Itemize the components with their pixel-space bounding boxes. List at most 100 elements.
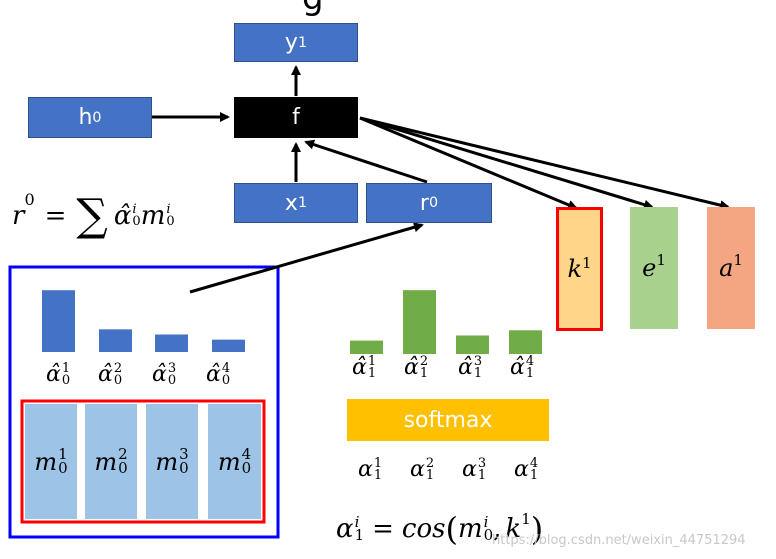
alpha-1-4-sub: 1	[529, 467, 539, 483]
memory-cell-2-sup: 2	[118, 445, 128, 463]
alpha-1-4-symbol: α	[514, 457, 529, 482]
formula-r0-alpha-sub: 0	[132, 213, 141, 229]
formula-r0-eq: =	[44, 200, 67, 231]
alpha-hat-1-1-sup: 1	[367, 353, 377, 369]
attention-0-bar-4	[212, 339, 245, 352]
node-x1-sup: 1	[297, 195, 308, 211]
node-f: f	[234, 97, 358, 138]
alpha-hat-0-1-symbol: α̂	[46, 362, 61, 387]
alpha-hat-0-4-sub: 0	[221, 372, 231, 388]
attention-1-bar-1	[350, 340, 383, 354]
alpha-1-1-symbol: α	[358, 457, 373, 482]
arrow-f-to-k	[359, 116, 578, 210]
formula-alpha-lhs: α	[336, 514, 354, 544]
formula-alpha-fn: cos	[401, 514, 446, 544]
alpha-1-2-symbol: α	[410, 457, 425, 482]
output-a1-sup: 1	[733, 251, 743, 269]
memory-cell-1-sub: 0	[58, 458, 68, 477]
alpha-hat-1-2-sup: 2	[419, 353, 429, 369]
memory-cell-3-base: m	[155, 447, 179, 476]
node-y1-sup: 1	[297, 34, 308, 51]
output-k1-base: k	[567, 255, 582, 283]
alpha-hat-0-2-sup: 2	[113, 360, 123, 376]
alpha-hat-0-3-symbol: α̂	[152, 362, 167, 387]
node-y1-base: y	[284, 30, 298, 55]
formula-r0-alpha: α̂	[113, 200, 132, 231]
memory-frame	[20, 399, 266, 524]
output-a1-base: a	[719, 254, 734, 282]
memory-cell-4-sup: 4	[241, 445, 252, 463]
memory-cell-3-sub: 0	[179, 458, 189, 477]
formula-alpha-m: m	[457, 514, 483, 544]
memory-cell-4-sub: 0	[241, 458, 252, 477]
formula-alpha-k: k	[505, 514, 522, 544]
alpha-hat-1-4-symbol: α̂	[510, 355, 525, 380]
formula-r0-m-sup: i	[166, 201, 171, 217]
alpha-hat-1-4-sub: 1	[525, 365, 535, 381]
node-h0-sup: 0	[92, 109, 102, 126]
alpha-1-1-sup: 1	[373, 455, 383, 471]
arrow-r-to-f	[304, 139, 428, 184]
formula-alpha-m-sub: 0	[483, 526, 494, 544]
attention-0-bar-2	[99, 329, 132, 352]
attention-1-bars	[350, 290, 542, 354]
alpha-hat-1-3-sub: 1	[473, 365, 483, 381]
watermark: https://blog.csdn.net/weixin_44751294	[492, 533, 746, 548]
alpha-hat-0-1-sup: 1	[61, 360, 71, 376]
alpha-hat-1-4-sup: 4	[525, 353, 535, 369]
memory-cell-1-base: m	[34, 447, 58, 476]
formula-r0-m: m	[140, 200, 166, 231]
attention-0-bar-3	[155, 334, 188, 352]
arrow-f-to-a	[359, 116, 730, 210]
node-x1-base: x	[284, 190, 298, 216]
memory-cell-1-sup: 1	[58, 445, 68, 463]
alpha-hat-1-3-sup: 3	[473, 353, 483, 369]
output-k1-sup: 1	[582, 254, 592, 272]
formula-r0-alpha-indices: i 0	[132, 201, 141, 229]
memory-cell-2-sub: 0	[118, 458, 128, 477]
alpha-hat-0-3-sub: 0	[167, 372, 177, 388]
formula-r0-lhs-sup: 0	[24, 190, 35, 209]
alpha-hat-0-2-sub: 0	[113, 372, 123, 388]
alpha-hat-1-2-sub: 1	[419, 365, 429, 381]
alpha-hat-1-2-symbol: α̂	[404, 355, 419, 380]
alpha-hat-0-3-sup: 3	[167, 360, 177, 376]
memory-cell-3-sup: 3	[179, 445, 189, 463]
alpha-1-3-symbol: α	[462, 457, 477, 482]
attention-0-bars	[42, 290, 245, 352]
softmax-box: softmax	[347, 399, 549, 441]
formula-r0-alpha-sup: i	[132, 201, 137, 217]
node-f-label: f	[292, 105, 300, 130]
formula-alpha-lhs-sup: i	[354, 512, 360, 531]
node-r0-sup: 0	[428, 195, 439, 211]
memory-cell-4-base: m	[217, 447, 241, 476]
